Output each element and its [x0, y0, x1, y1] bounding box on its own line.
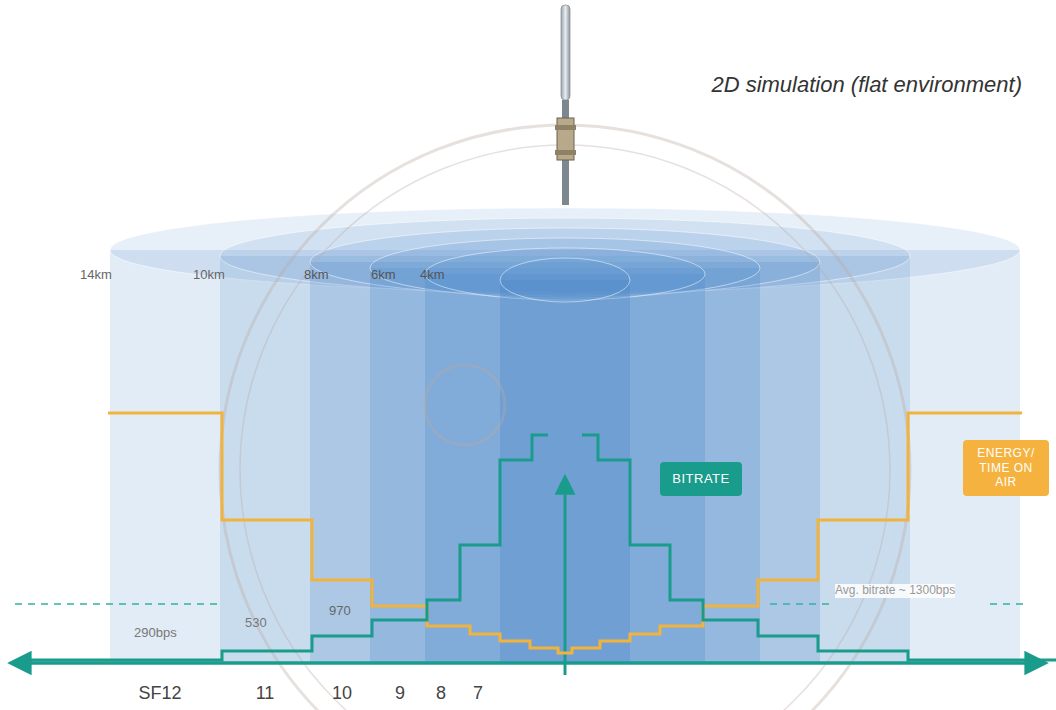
- energy-tag: ENERGY/ TIME ON AIR: [963, 440, 1049, 496]
- average-line: [15, 603, 1028, 605]
- energy-curve: [108, 413, 1022, 653]
- average-note: Avg. bitrate ~ 1300bps: [835, 584, 955, 598]
- sf-label: 8: [436, 683, 446, 704]
- bitrate-value: 530: [245, 616, 267, 631]
- cylinder-top: [500, 258, 630, 302]
- range-label: 6km: [371, 268, 396, 283]
- tag-text: ENERGY/ TIME ON AIR: [975, 446, 1037, 489]
- sf-label: SF12: [138, 683, 181, 704]
- bitrate-value: 970: [329, 604, 351, 619]
- range-label: 14km: [80, 268, 112, 283]
- bitrate-value: 290bps: [134, 626, 177, 641]
- range-label: 10km: [193, 268, 225, 283]
- sf-label: 7: [473, 683, 483, 704]
- antenna: [555, 5, 576, 205]
- diagram-title: 2D simulation (flat environment): [711, 72, 1022, 97]
- sf-label: 9: [395, 683, 405, 704]
- bitrate-curve: [582, 435, 1056, 660]
- center-axis: [564, 478, 567, 675]
- bitrate-tag: BITRATE: [660, 462, 742, 496]
- sf-label: 10: [332, 683, 352, 704]
- watermark-seal: [220, 125, 910, 710]
- range-label: 4km: [420, 268, 445, 283]
- bitrate-curve: [20, 435, 548, 660]
- range-axis: [12, 661, 1044, 665]
- sf-label: 11: [256, 683, 275, 704]
- tag-text: BITRATE: [672, 471, 729, 487]
- range-label: 8km: [304, 268, 329, 283]
